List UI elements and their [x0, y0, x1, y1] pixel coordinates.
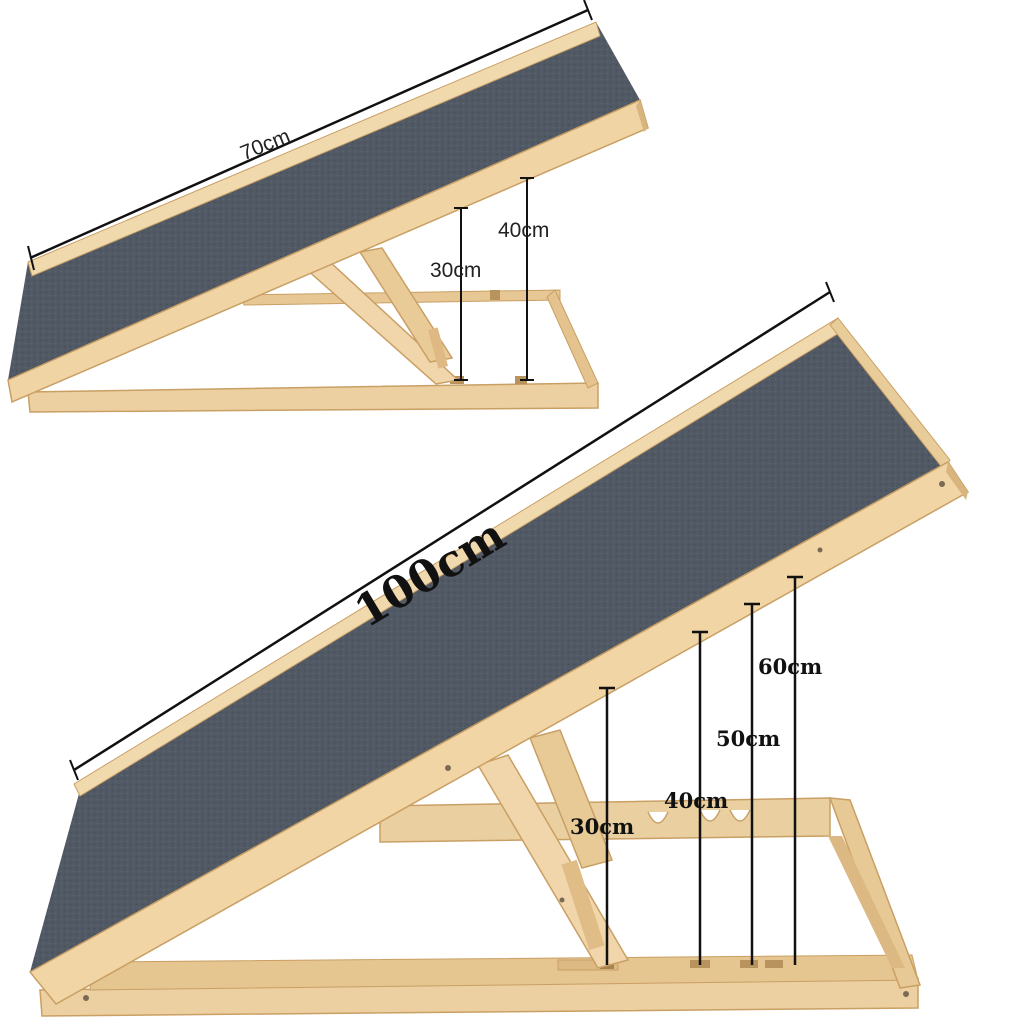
large-ramp-height-60: 60cm — [758, 575, 822, 965]
large-ramp-height-30: 30cm — [570, 686, 634, 965]
small-ramp-height-30: 30cm — [430, 207, 481, 381]
large-ramp-height-30-label: 30cm — [570, 814, 634, 839]
small-ramp-deck — [7, 21, 649, 404]
small-ramp-height-40: 40cm — [498, 177, 549, 381]
small-ramp-height-40-label: 40cm — [498, 219, 549, 242]
large-ramp: 100cm 30cm 40cm 50cm 60cm — [28, 281, 970, 1017]
large-ramp-support-legs — [476, 729, 630, 969]
small-ramp-support-legs — [303, 247, 460, 385]
large-ramp-height-60-label: 60cm — [758, 654, 822, 679]
large-ramp-height-50-label: 50cm — [716, 726, 780, 751]
small-ramp: 70cm 30cm 40cm — [7, 0, 649, 413]
large-ramp-height-40: 40cm — [664, 630, 728, 965]
large-ramp-height-40-label: 40cm — [664, 788, 728, 813]
large-ramp-base-frame — [39, 797, 922, 1017]
large-ramp-height-50: 50cm — [716, 602, 780, 965]
small-ramp-height-30-label: 30cm — [430, 259, 481, 282]
large-ramp-deck — [28, 317, 970, 1005]
